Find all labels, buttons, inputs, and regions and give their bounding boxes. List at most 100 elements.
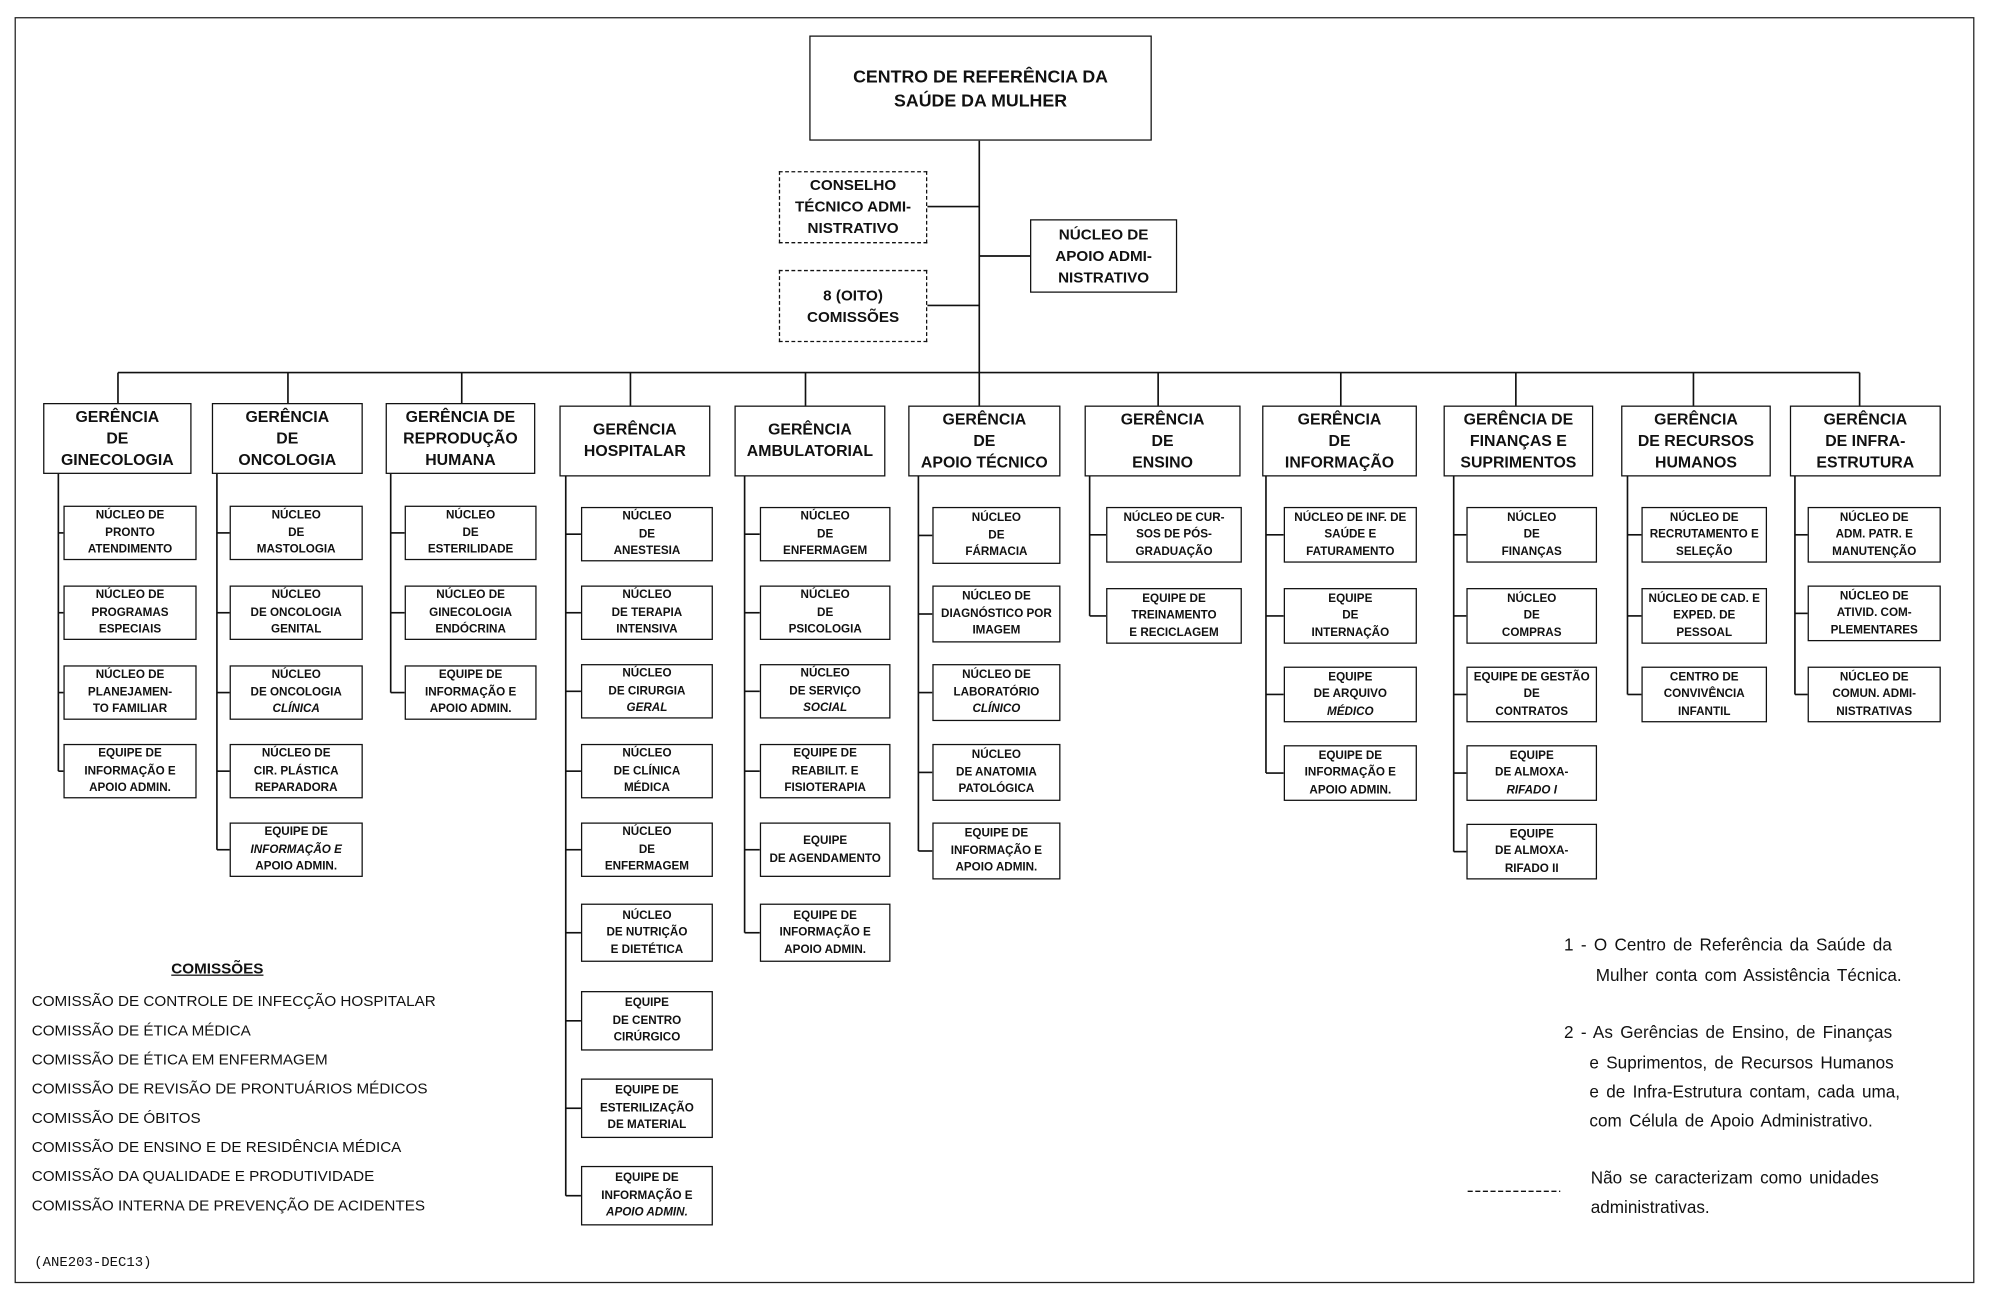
gerencia-label-line: GERÊNCIA bbox=[593, 420, 677, 439]
gerencia-label-line: DE INFRA- bbox=[1825, 431, 1906, 450]
unit-label-line: FINANÇAS bbox=[1501, 544, 1562, 558]
unit-label-line: NÚCLEO DE INF. DE bbox=[1294, 510, 1407, 524]
unit-label-line: DE CENTRO bbox=[612, 1013, 682, 1027]
unit-label-line: DE bbox=[1523, 687, 1540, 700]
gerencia-label-line: GERÊNCIA bbox=[75, 407, 160, 426]
note-line: e Suprimentos, de Recursos Humanos bbox=[1589, 1053, 1894, 1073]
unit-label-line: EQUIPE DE bbox=[264, 825, 328, 839]
gerencia-label-line: GINECOLOGIA bbox=[60, 450, 174, 469]
unit-label-line: TREINAMENTO bbox=[1131, 608, 1217, 622]
unit-label-line: RIFADO I bbox=[1506, 782, 1557, 796]
unit-label-line: NISTRATIVAS bbox=[1836, 704, 1913, 717]
unit-label-line: APOIO ADMIN. bbox=[606, 1205, 688, 1219]
comissao-item: COMISSÃO DE CONTROLE DE INFECÇÃO HOSPITA… bbox=[31, 992, 436, 1011]
unit-label-line: EQUIPE bbox=[803, 833, 848, 847]
unit-label-line: DE bbox=[1342, 608, 1359, 622]
page-border bbox=[14, 17, 1975, 1284]
unit-label-line: TO FAMILIAR bbox=[92, 702, 168, 716]
nucleo-apoio-label-line: APOIO ADMI- bbox=[1055, 246, 1152, 265]
legend-text-line: Não se caracterizam como unidades bbox=[1590, 1168, 1879, 1188]
unit-label-line: NÚCLEO DE bbox=[95, 588, 165, 602]
unit-label-line: INFANTIL bbox=[1678, 704, 1731, 717]
note-line: e de Infra-Estrutura contam, cada uma, bbox=[1589, 1082, 1901, 1102]
unit-label-line: EQUIPE DE bbox=[1318, 748, 1383, 762]
unit-label-line: NÚCLEO DE bbox=[1839, 670, 1909, 683]
root-unit-label-line: CENTRO DE REFERÊNCIA DA bbox=[853, 65, 1108, 86]
unit-label-line: INFORMAÇÃO E bbox=[84, 763, 176, 777]
unit-label-line: DE ONCOLOGIA bbox=[250, 685, 342, 698]
gerencia-label-line: SUPRIMENTOS bbox=[1460, 453, 1577, 471]
gerencia-label-line: HUMANA bbox=[425, 450, 496, 469]
unit-label-line: MÉDICA bbox=[623, 780, 670, 794]
gerencia-box: GERÊNCIA AMBULATORIAL bbox=[734, 405, 886, 477]
unit-label-line: DE ANATOMIA bbox=[956, 765, 1037, 778]
unit-label-line: DE bbox=[638, 526, 656, 540]
comissao-item: COMISSÃO DE ÉTICA EM ENFERMAGEM bbox=[31, 1050, 328, 1069]
root-unit-label-line: SAÚDE DA MULHER bbox=[894, 89, 1068, 110]
unit-label-line: GINECOLOGIA bbox=[429, 605, 513, 619]
note-line: Mulher conta com Assistência Técnica. bbox=[1595, 965, 1902, 985]
nucleo-apoio-box: NÚCLEO DE APOIO ADMI- NISTRATIVO bbox=[1030, 219, 1178, 293]
gerencia-label-line: GERÊNCIA DE bbox=[1463, 409, 1574, 428]
unit-label-line: ATIVID. COM- bbox=[1836, 606, 1912, 619]
note-line: 1 - O Centro de Referência da Saúde da bbox=[1564, 935, 1892, 955]
unit-label-line: DIAGNÓSTICO POR bbox=[941, 606, 1052, 620]
gerencia-label-line: ENSINO bbox=[1132, 453, 1193, 471]
unit-label-line: DE CIRURGIA bbox=[608, 684, 686, 697]
unit-label-line: COMUN. ADMI- bbox=[1832, 687, 1917, 700]
gerencia-label-line: DE bbox=[106, 428, 129, 447]
unit-label-line: NÚCLEO DE CAD. E bbox=[1648, 591, 1760, 605]
unit-label-line: NÚCLEO DE bbox=[95, 508, 165, 522]
unit-label-line: EQUIPE DE bbox=[1142, 591, 1206, 605]
comissoes-heading: COMISSÕES bbox=[171, 959, 264, 978]
unit-label-line: NÚCLEO DE bbox=[1669, 510, 1739, 524]
gerencia-label-line: GERÊNCIA DE bbox=[405, 407, 516, 426]
unit-label-line: APOIO ADMIN. bbox=[429, 702, 512, 716]
unit-label-line: NÚCLEO bbox=[800, 509, 850, 523]
unit-label-line: NÚCLEO bbox=[622, 588, 672, 602]
unit-label-line: APOIO ADMIN. bbox=[1309, 782, 1392, 796]
unit-label-line: EQUIPE bbox=[1328, 591, 1373, 605]
gerencia-label-line: ESTRUTURA bbox=[1816, 453, 1915, 471]
conselho-label-line: CONSELHO bbox=[809, 176, 897, 194]
unit-label-line: EQUIPE bbox=[1328, 670, 1373, 683]
unit-label-line: DE ALMOXA- bbox=[1495, 765, 1569, 779]
unit-label-line: NÚCLEO bbox=[1507, 510, 1557, 524]
unit-label-line: NÚCLEO bbox=[445, 508, 496, 522]
comissoes-box-label-line: 8 (OITO) bbox=[823, 285, 883, 304]
unit-label-line: DE NUTRIÇÃO bbox=[606, 925, 688, 939]
unit-label-line: GERAL bbox=[626, 701, 668, 714]
unit-label-line: INTERNAÇÃO bbox=[1311, 625, 1390, 639]
gerencia-label-line: INFORMAÇÃO bbox=[1284, 453, 1395, 471]
unit-box: EQUIPE DE INTERNAÇÃO bbox=[1283, 588, 1417, 644]
unit-label-line: REPARADORA bbox=[254, 780, 338, 794]
legend-text-line: administrativas. bbox=[1590, 1197, 1710, 1217]
unit-label-line: NÚCLEO bbox=[622, 746, 672, 760]
conselho-label-line: TÉCNICO ADMI- bbox=[794, 197, 912, 216]
unit-label-line: DE bbox=[1523, 608, 1540, 622]
unit-label-line: INFORMAÇÃO E bbox=[601, 1188, 693, 1202]
unit-label-line: DE bbox=[638, 842, 656, 856]
unit-label-line: LABORATÓRIO bbox=[953, 685, 1040, 698]
unit-label-line: DE ONCOLOGIA bbox=[250, 605, 342, 619]
gerencia-label-line: AMBULATORIAL bbox=[746, 442, 874, 461]
unit-label-line: NÚCLEO DE bbox=[95, 668, 165, 681]
unit-label-line: ENDÓCRINA bbox=[435, 622, 506, 636]
gerencia-label-line: GERÊNCIA bbox=[768, 420, 852, 439]
unit-label-line: NÚCLEO bbox=[271, 588, 321, 602]
unit-label-line: NÚCLEO DE bbox=[962, 668, 1031, 681]
unit-label-line: GENITAL bbox=[271, 622, 322, 636]
unit-label-line: DE bbox=[988, 528, 1005, 541]
unit-label-line: NÚCLEO bbox=[622, 509, 672, 523]
